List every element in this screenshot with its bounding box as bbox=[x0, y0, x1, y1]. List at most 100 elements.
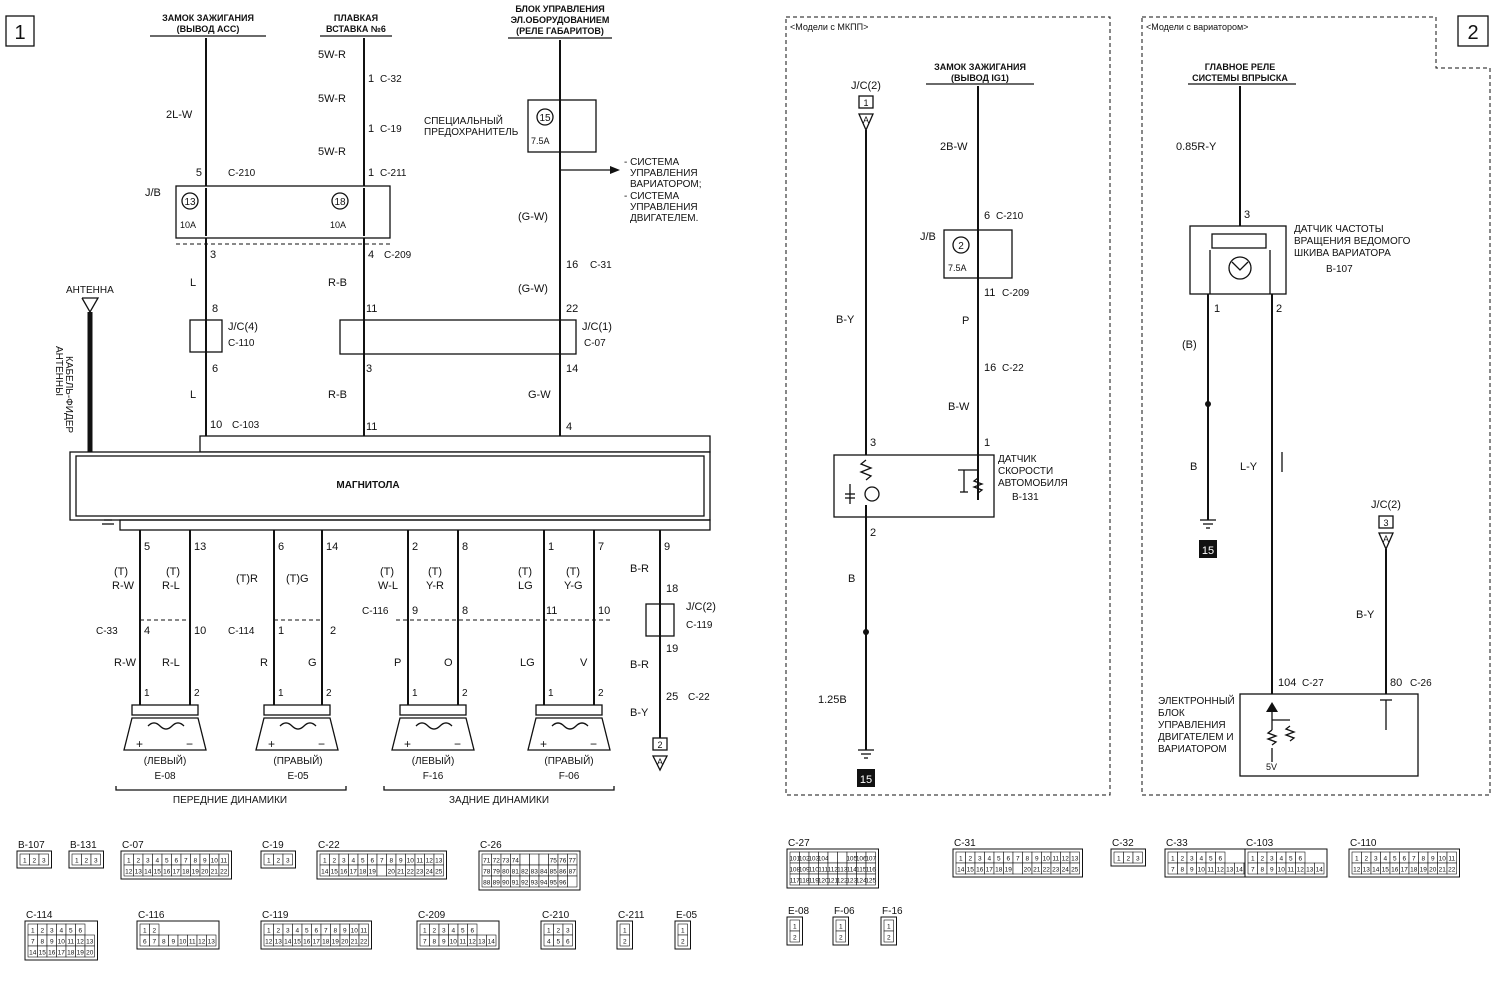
svg-text:(T): (T) bbox=[380, 566, 394, 578]
connector-c33: C-33 bbox=[96, 626, 118, 637]
svg-text:10A: 10A bbox=[330, 220, 346, 230]
legend-pin: 11 bbox=[67, 939, 74, 946]
legend-pin: 8 bbox=[1260, 867, 1264, 874]
legend-pin: 20 bbox=[341, 939, 349, 946]
legend-pin: 2 bbox=[276, 858, 280, 865]
svg-text:B-W: B-W bbox=[948, 401, 970, 413]
legend-pin: 5 bbox=[305, 928, 309, 935]
svg-text:7: 7 bbox=[598, 541, 604, 553]
legend-label: C-33 bbox=[1166, 838, 1188, 849]
svg-text:0.85R-Y: 0.85R-Y bbox=[1176, 141, 1217, 153]
svg-text:L: L bbox=[190, 277, 196, 289]
svg-text:ШКИВА ВАРИАТОРА: ШКИВА ВАРИАТОРА bbox=[1294, 248, 1391, 259]
svg-text:5W-R: 5W-R bbox=[318, 49, 346, 61]
svg-text:A: A bbox=[1383, 534, 1389, 544]
svg-text:3: 3 bbox=[1244, 209, 1250, 221]
legend-pin: 13 bbox=[135, 869, 143, 876]
legend-pin: 77 bbox=[569, 858, 577, 865]
legend-pin: 1 bbox=[143, 928, 147, 935]
svg-text:2: 2 bbox=[326, 688, 332, 699]
svg-text:C-22: C-22 bbox=[1002, 363, 1024, 374]
legend-pin: 2 bbox=[681, 939, 685, 946]
svg-text:6: 6 bbox=[212, 363, 218, 375]
control-unit-label: БЛОК УПРАВЛЕНИЯ ЭЛ.ОБОРУДОВАНИЕМ (РЕЛЕ Г… bbox=[511, 4, 610, 36]
svg-text:R-B: R-B bbox=[328, 389, 347, 401]
svg-text:5W-R: 5W-R bbox=[318, 93, 346, 105]
legend-pin: 115 bbox=[856, 867, 867, 874]
svg-text:АВТОМОБИЛЯ: АВТОМОБИЛЯ bbox=[998, 478, 1068, 489]
legend-pin: 85 bbox=[550, 869, 558, 876]
legend-pin: 74 bbox=[512, 858, 520, 865]
legend-pin: 20 bbox=[1429, 867, 1437, 874]
svg-text:J/C(4): J/C(4) bbox=[228, 321, 258, 333]
legend-pin: 21 bbox=[351, 939, 359, 946]
legend-pin: 111 bbox=[818, 867, 828, 874]
legend-pin: 8 bbox=[333, 928, 337, 935]
legend-pin: 94 bbox=[540, 880, 548, 887]
legend-pin: 6 bbox=[1006, 856, 1010, 863]
legend-pin: 2 bbox=[152, 928, 156, 935]
svg-text:(B): (B) bbox=[1182, 339, 1197, 351]
svg-text:18: 18 bbox=[334, 197, 346, 208]
legend-label: F-06 bbox=[834, 906, 855, 917]
svg-text:(ПРАВЫЙ): (ПРАВЫЙ) bbox=[544, 754, 593, 767]
special-fuse bbox=[527, 99, 597, 153]
legend-pin: 18 bbox=[359, 869, 367, 876]
svg-text:25: 25 bbox=[666, 691, 678, 703]
svg-text:СИСТЕМЫ ВПРЫСКА: СИСТЕМЫ ВПРЫСКА bbox=[1192, 73, 1288, 83]
legend-pin: 13 bbox=[478, 939, 486, 946]
speaker-front-right: 1 2 + − bbox=[255, 688, 339, 751]
svg-text:R-L: R-L bbox=[162, 580, 180, 592]
legend-pin-cell bbox=[567, 875, 578, 888]
legend-pin: 8 bbox=[432, 939, 436, 946]
legend-pin: 12 bbox=[198, 939, 206, 946]
legend-pin: 1 bbox=[887, 924, 891, 931]
legend-pin: 4 bbox=[1279, 856, 1283, 863]
svg-text:B: B bbox=[848, 573, 855, 585]
legend-pin: 22 bbox=[220, 869, 228, 876]
legend-pin: 20 bbox=[388, 869, 396, 876]
jc1-box bbox=[339, 319, 577, 355]
connector-c209: C-209 bbox=[384, 250, 412, 261]
svg-text:15: 15 bbox=[1202, 545, 1214, 557]
svg-text:5: 5 bbox=[196, 167, 202, 179]
legend-pin: 117 bbox=[790, 878, 801, 885]
legend-pin: 12 bbox=[265, 939, 273, 946]
legend-pin: 13 bbox=[1306, 867, 1314, 874]
svg-text:2: 2 bbox=[870, 527, 876, 539]
svg-text:ДВИГАТЕЛЕМ.: ДВИГАТЕЛЕМ. bbox=[630, 213, 698, 224]
legend-pin-cell bbox=[519, 853, 530, 866]
svg-text:8: 8 bbox=[462, 541, 468, 553]
legend-pin: 5 bbox=[997, 856, 1001, 863]
svg-text:6: 6 bbox=[984, 210, 990, 222]
legend-pin: 18 bbox=[67, 950, 75, 957]
legend-pin: 3 bbox=[42, 858, 46, 865]
legend-pin: 95 bbox=[550, 880, 558, 887]
legend-pin: 7 bbox=[1251, 867, 1255, 874]
legend-pin: 25 bbox=[435, 869, 443, 876]
legend-pin: 15 bbox=[294, 939, 302, 946]
svg-text:ПЕРЕДНИЕ ДИНАМИКИ: ПЕРЕДНИЕ ДИНАМИКИ bbox=[173, 795, 287, 806]
legend-pin-cell bbox=[218, 864, 229, 877]
legend-pin: 88 bbox=[483, 880, 491, 887]
svg-text:−: − bbox=[186, 737, 193, 751]
legend-pin: 6 bbox=[174, 858, 178, 865]
svg-text:(T)R: (T)R bbox=[236, 573, 258, 585]
svg-text:5: 5 bbox=[144, 541, 150, 553]
legend-pin: 18 bbox=[1410, 867, 1418, 874]
legend-label: C-114 bbox=[26, 910, 53, 921]
legend-label: E-08 bbox=[788, 906, 810, 917]
legend-pin: 6 bbox=[1218, 856, 1222, 863]
legend-pin: 14 bbox=[488, 939, 496, 946]
legend-pin: 7 bbox=[1412, 856, 1416, 863]
legend-pin: 7 bbox=[184, 858, 188, 865]
svg-text:A: A bbox=[863, 115, 869, 125]
svg-text:(G-W): (G-W) bbox=[518, 283, 548, 295]
legend-pin: 10 bbox=[1198, 867, 1206, 874]
legend-label: C-26 bbox=[480, 840, 502, 851]
